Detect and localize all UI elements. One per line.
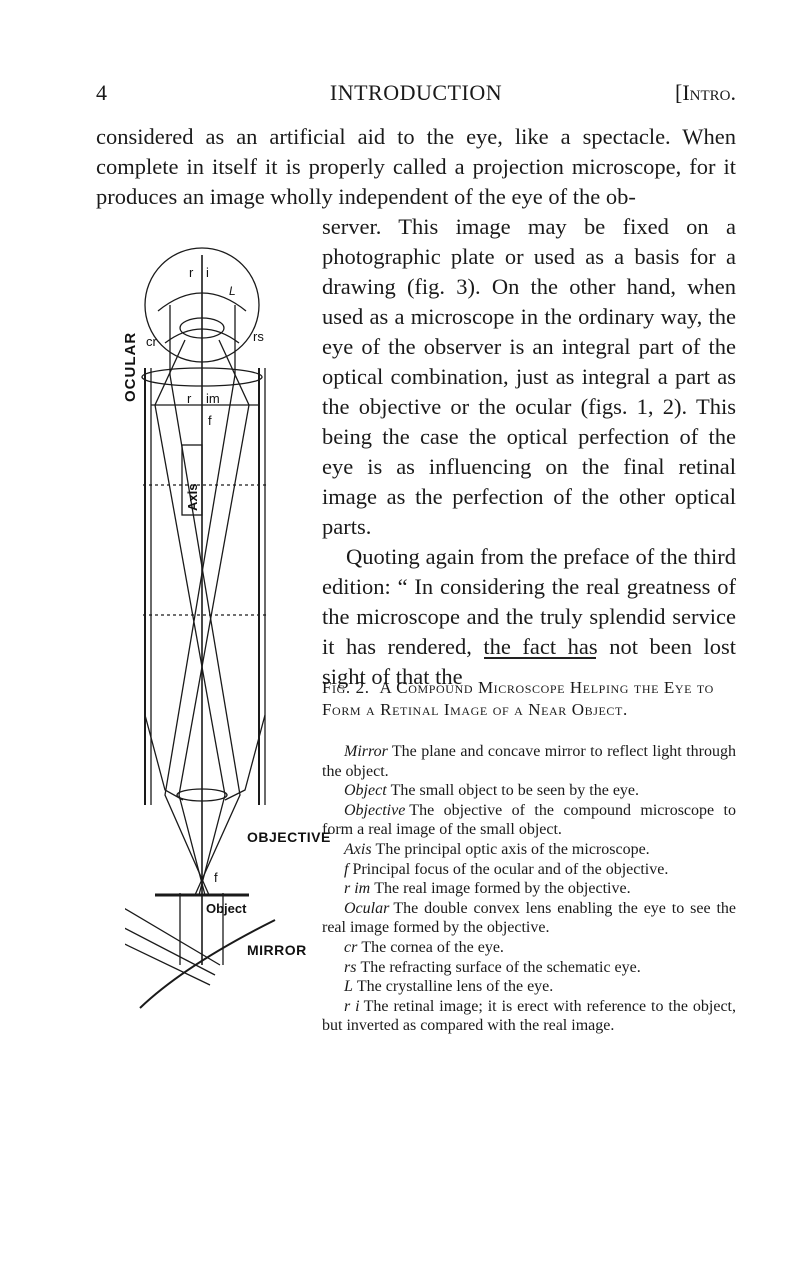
ray <box>154 339 226 896</box>
label-f-bottom: f <box>214 870 218 885</box>
mirror <box>139 919 276 1009</box>
legend-term: r i <box>344 997 360 1015</box>
paragraph-1: server. This image may be fixed on a pho… <box>322 214 736 539</box>
label-r-top: r <box>189 265 194 280</box>
ray <box>169 305 241 896</box>
ray <box>178 339 250 896</box>
legend-term: Objective <box>344 801 406 819</box>
legend-term: Axis <box>344 840 372 858</box>
legend-text: The refracting surface of the schematic … <box>360 958 641 976</box>
body-text-column: server. This image may be fixed on a pho… <box>322 212 736 692</box>
legend-text: The cornea of the eye. <box>361 938 504 956</box>
label-f-top: f <box>208 413 212 428</box>
legend-term: f <box>344 860 349 878</box>
objective-lens <box>176 788 228 802</box>
figure-caption-title: Fig. 2. A Compound Microscope Helping th… <box>322 677 736 721</box>
legend-term: rs <box>344 958 357 976</box>
figure-title: A Compound Microscope Helping the Eye to… <box>322 678 714 719</box>
body-text-full-width: considered as an artificial aid to the e… <box>96 122 736 212</box>
legend-text: The double convex lens enabling the eye … <box>322 899 736 937</box>
label-axis: Axis <box>185 484 200 511</box>
microscope-diagram: OCULAR cr rs r i L r im f Axis OBJECTIVE… <box>79 245 375 1030</box>
legend-text: The plane and concave mirror to reflect … <box>322 743 736 780</box>
label-L: L <box>229 284 236 298</box>
legend-text: The small object to be seen by the eye. <box>390 782 640 800</box>
legend-term: L <box>344 978 353 996</box>
label-object: Object <box>206 901 247 916</box>
label-rs: rs <box>253 329 264 344</box>
legend-term: Mirror <box>344 743 388 760</box>
legend-term: Object <box>344 782 387 800</box>
legend-text: The objective of the compound microscope… <box>322 801 736 839</box>
running-title: INTRODUCTION <box>329 80 503 105</box>
label-r-mid: r <box>187 391 192 406</box>
legend-text: Principal focus of the ocular and of the… <box>352 860 669 878</box>
running-header: 4 INTRODUCTION [Intro. <box>96 80 736 110</box>
label-cr: cr <box>146 334 158 349</box>
legend-text: The real image formed by the objective. <box>374 880 631 898</box>
label-i-top: i <box>206 265 209 280</box>
nose-left <box>144 714 184 801</box>
section-rule <box>484 657 596 659</box>
axis-label-box <box>181 444 203 516</box>
legend-term: cr <box>344 938 358 956</box>
label-im: im <box>206 391 220 406</box>
label-mirror: MIRROR <box>247 942 307 958</box>
legend-term: r im <box>344 880 371 898</box>
legend-text: The crystalline lens of the eye. <box>356 978 554 996</box>
nose-right <box>224 714 266 801</box>
paragraph-2: Quoting again from the preface of the th… <box>322 544 736 689</box>
section-label: [Intro. <box>675 80 736 105</box>
legend-text: The retinal image; it is erect with refe… <box>322 997 737 1035</box>
ray <box>164 305 236 896</box>
legend-text: The principal optic axis of the microsco… <box>375 840 650 858</box>
paragraph-intro: considered as an artificial aid to the e… <box>96 124 736 209</box>
legend-term: Ocular <box>344 899 390 917</box>
page-number: 4 <box>96 80 107 105</box>
microscope-diagram-svg: OCULAR cr rs r i L r im f Axis OBJECTIVE… <box>79 247 331 1009</box>
figure-number: Fig. 2. <box>322 678 370 697</box>
label-ocular: OCULAR <box>125 332 139 402</box>
label-objective: OBJECTIVE <box>247 829 331 845</box>
